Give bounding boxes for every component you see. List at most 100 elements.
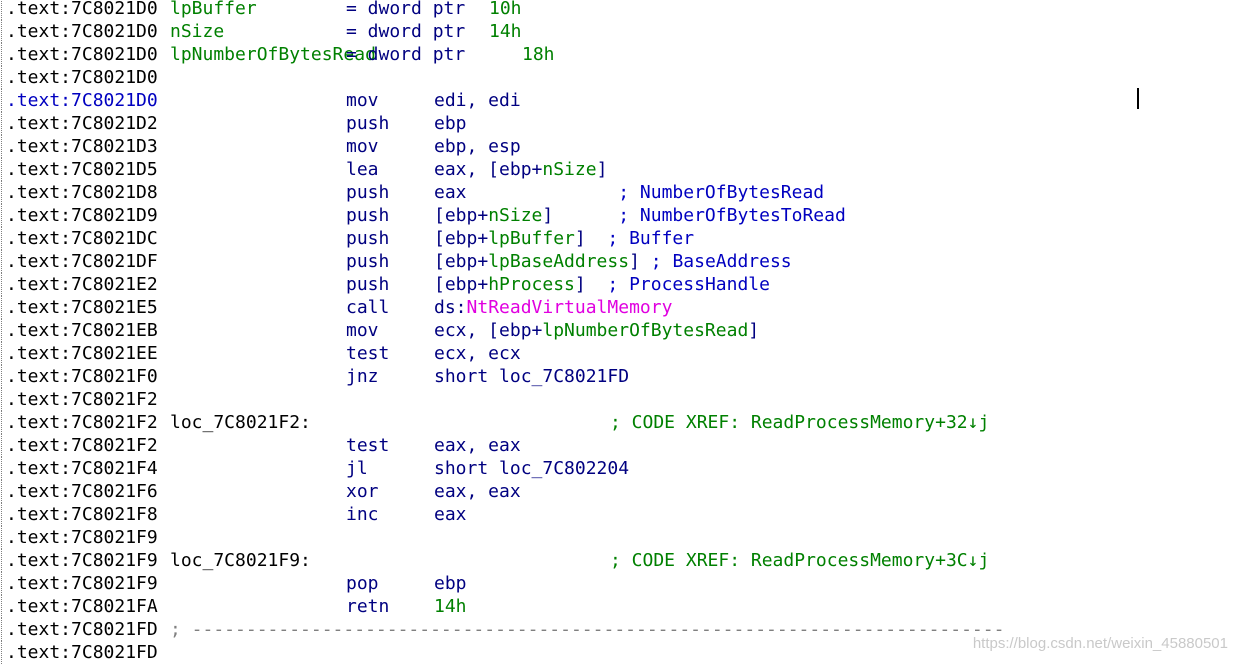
mnemonic[interactable]: test <box>346 435 390 456</box>
mnemonic[interactable]: inc <box>346 504 379 525</box>
address[interactable]: .text:7C8021F4 <box>6 458 158 479</box>
address[interactable]: .text:7C8021D9 <box>6 205 158 226</box>
operand-token[interactable]: ecx, [ebp+ <box>434 320 543 341</box>
xref-comment[interactable]: ; CODE XREF: ReadProcessMemory+3C↓j <box>610 550 990 571</box>
operand-token[interactable]: ] <box>574 228 608 249</box>
operands[interactable]: eax, [ebp+nSize] <box>434 158 607 181</box>
address[interactable]: .text:7C8021F2 <box>6 435 158 456</box>
address[interactable]: .text:7C8021F8 <box>6 504 158 525</box>
address[interactable]: .text:7C8021FD <box>6 642 158 663</box>
xref-comment[interactable]: ; CODE XREF: ReadProcessMemory+32↓j <box>610 412 990 433</box>
mnemonic[interactable]: mov <box>346 90 379 111</box>
code-label[interactable]: loc_7C8021F9: <box>170 550 311 571</box>
address[interactable]: .text:7C8021F2 <box>6 412 158 433</box>
operand-token[interactable]: eax <box>434 182 619 203</box>
operand-token[interactable]: ebp <box>434 113 467 134</box>
mnemonic[interactable]: push <box>346 182 390 203</box>
operands[interactable]: ds:NtReadVirtualMemory <box>434 296 672 319</box>
address[interactable]: .text:7C8021D0 <box>6 0 158 19</box>
operand-token[interactable]: eax, [ebp+ <box>434 159 543 180</box>
operand-token[interactable]: 14h <box>434 596 467 617</box>
address[interactable]: .text:7C8021F0 <box>6 366 158 387</box>
operand-token[interactable]: NtReadVirtualMemory <box>466 297 673 318</box>
address[interactable]: .text:7C8021DC <box>6 228 158 249</box>
address[interactable]: .text:7C8021EB <box>6 320 158 341</box>
address[interactable]: .text:7C8021D0 <box>6 21 158 42</box>
operands[interactable]: [ebp+hProcess] ; ProcessHandle <box>434 273 770 296</box>
mnemonic[interactable]: retn <box>346 596 390 617</box>
address[interactable]: .text:7C8021F9 <box>6 573 158 594</box>
operand-token[interactable]: eax, eax <box>434 481 521 502</box>
operand-token[interactable]: short loc_7C8021FD <box>434 366 630 387</box>
operand-token[interactable]: ecx, ecx <box>434 343 521 364</box>
mnemonic[interactable]: push <box>346 251 390 272</box>
address[interactable]: .text:7C8021E2 <box>6 274 158 295</box>
address[interactable]: .text:7C8021D0 <box>6 90 158 111</box>
stack-variable-name[interactable]: lpBuffer <box>170 0 257 19</box>
operand-token[interactable]: hProcess <box>488 274 575 295</box>
address[interactable]: .text:7C8021F6 <box>6 481 158 502</box>
operands[interactable]: eax, eax <box>434 434 521 457</box>
operand-token[interactable]: lpNumberOfBytesRead <box>542 320 749 341</box>
operands[interactable]: [ebp+lpBaseAddress] ; BaseAddress <box>434 250 792 273</box>
mnemonic[interactable]: push <box>346 228 390 249</box>
operands[interactable]: [ebp+lpBuffer] ; Buffer <box>434 227 694 250</box>
code-label[interactable]: loc_7C8021F2: <box>170 412 311 433</box>
address[interactable]: .text:7C8021F9 <box>6 550 158 571</box>
operand-token[interactable]: [ebp+ <box>434 205 489 226</box>
address[interactable]: .text:7C8021E5 <box>6 297 158 318</box>
operand-token[interactable]: ds: <box>434 297 467 318</box>
mnemonic[interactable]: push <box>346 205 390 226</box>
operand-token[interactable]: nSize <box>488 205 543 226</box>
address[interactable]: .text:7C8021F9 <box>6 527 158 548</box>
operands[interactable]: eax, eax <box>434 480 521 503</box>
address[interactable]: .text:7C8021FD <box>6 619 158 640</box>
operands[interactable]: ebp <box>434 572 467 595</box>
operand-token[interactable]: ] <box>574 274 608 295</box>
address[interactable]: .text:7C8021D0 <box>6 44 158 65</box>
operands[interactable]: ecx, ecx <box>434 342 521 365</box>
mnemonic[interactable]: push <box>346 113 390 134</box>
address[interactable]: .text:7C8021D5 <box>6 159 158 180</box>
stack-variable-name[interactable]: nSize <box>170 21 225 42</box>
operand-token[interactable]: ebp <box>434 573 467 594</box>
operand-token[interactable]: ] <box>542 205 619 226</box>
address[interactable]: .text:7C8021D2 <box>6 113 158 134</box>
mnemonic[interactable]: jnz <box>346 366 379 387</box>
operands[interactable]: ebp, esp <box>434 135 521 158</box>
operand-token[interactable]: ] <box>629 251 651 272</box>
operands[interactable]: short loc_7C8021FD <box>434 365 629 388</box>
mnemonic[interactable]: jl <box>346 458 368 479</box>
address[interactable]: .text:7C8021F2 <box>6 389 158 410</box>
operands[interactable]: edi, edi <box>434 89 521 112</box>
operand-token[interactable]: lpBuffer <box>488 228 575 249</box>
mnemonic[interactable]: pop <box>346 573 379 594</box>
operand-token[interactable]: ] <box>748 320 760 341</box>
stack-variable-name[interactable]: lpNumberOfBytesRead <box>170 44 376 65</box>
mnemonic[interactable]: xor <box>346 481 379 502</box>
mnemonic[interactable]: push <box>346 274 390 295</box>
address[interactable]: .text:7C8021D3 <box>6 136 158 157</box>
operands[interactable]: ebp <box>434 112 467 135</box>
operands[interactable]: ecx, [ebp+lpNumberOfBytesRead] <box>434 319 759 342</box>
operand-token[interactable]: ebp, esp <box>434 136 521 157</box>
operand-token[interactable]: eax <box>434 504 467 525</box>
operands[interactable]: 14h <box>434 595 467 618</box>
operands[interactable]: eax <box>434 503 467 526</box>
mnemonic[interactable]: mov <box>346 136 379 157</box>
operand-token[interactable]: [ebp+ <box>434 251 489 272</box>
operand-token[interactable]: nSize <box>542 159 597 180</box>
operand-token[interactable]: [ebp+ <box>434 228 489 249</box>
operand-token[interactable]: [ebp+ <box>434 274 489 295</box>
operand-token[interactable]: ] <box>596 159 608 180</box>
address[interactable]: .text:7C8021DF <box>6 251 158 272</box>
operands[interactable]: [ebp+nSize] ; NumberOfBytesToRead <box>434 204 846 227</box>
operand-token[interactable]: eax, eax <box>434 435 521 456</box>
address[interactable]: .text:7C8021D8 <box>6 182 158 203</box>
mnemonic[interactable]: call <box>346 297 390 318</box>
operands[interactable]: eax ; NumberOfBytesRead <box>434 181 824 204</box>
operand-token[interactable]: short loc_7C802204 <box>434 458 630 479</box>
mnemonic[interactable]: mov <box>346 320 379 341</box>
operand-token[interactable]: lpBaseAddress <box>488 251 630 272</box>
address[interactable]: .text:7C8021EE <box>6 343 158 364</box>
